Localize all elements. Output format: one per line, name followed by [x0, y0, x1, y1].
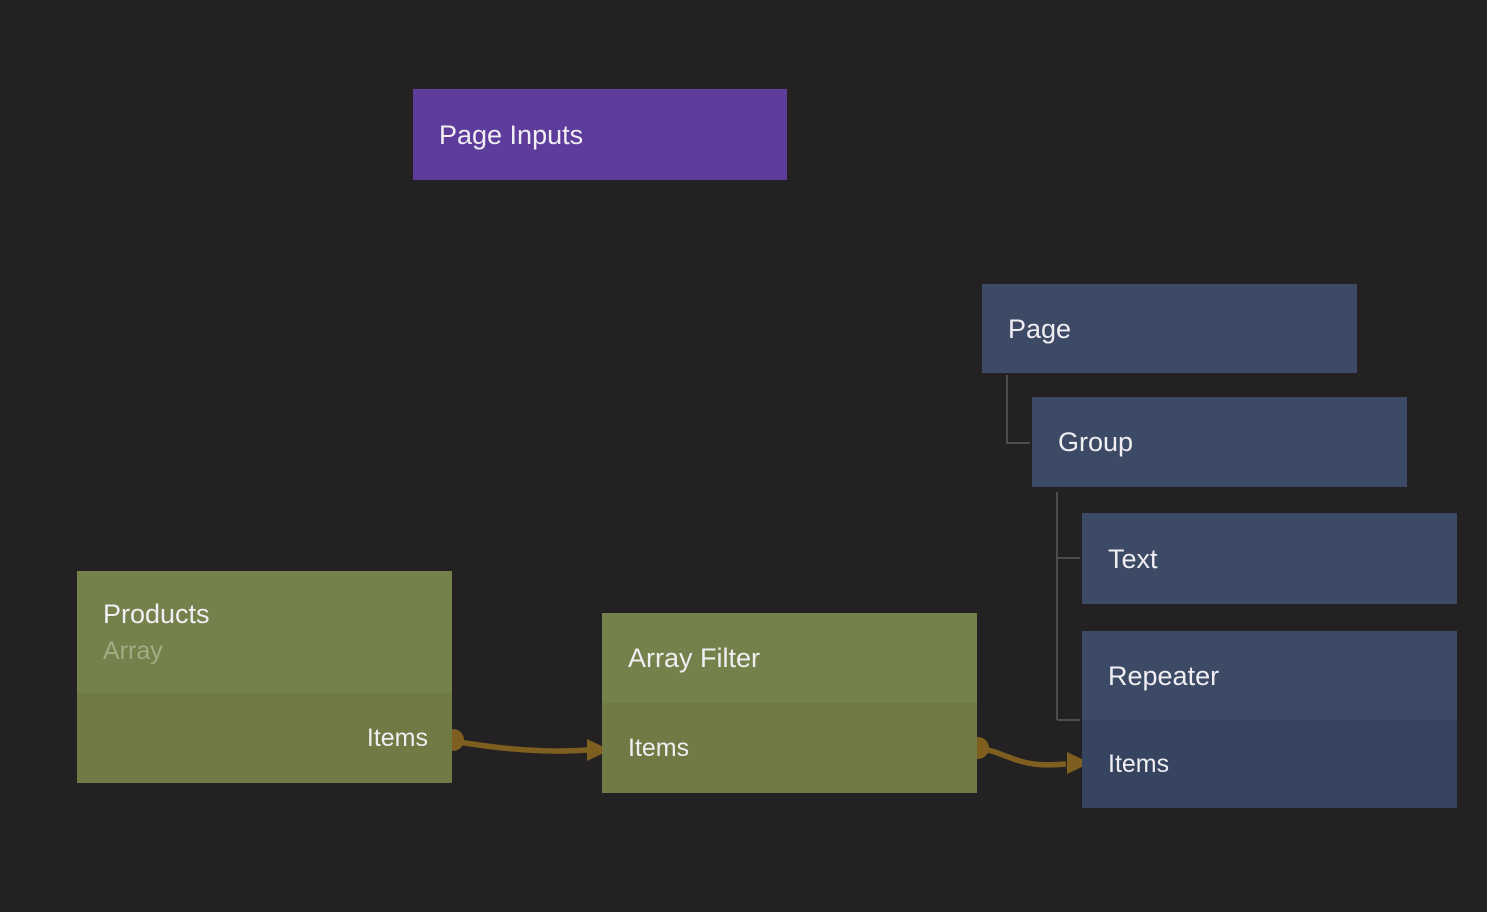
- node-title: Page Inputs: [439, 119, 584, 150]
- node-page[interactable]: Page: [982, 284, 1357, 373]
- node-header: Array Filter: [602, 613, 977, 703]
- port-label-items: Items: [628, 733, 690, 762]
- node-title: Group: [1058, 427, 1134, 457]
- node-header: Text: [1082, 513, 1457, 604]
- tree-connector-page-to-group: [1006, 375, 1030, 444]
- node-repeater[interactable]: Repeater Items: [1082, 631, 1457, 808]
- node-subtitle: Array: [103, 637, 163, 665]
- port-label-items: Items: [1108, 749, 1170, 778]
- node-header: Repeater: [1082, 631, 1457, 720]
- node-title: Products: [103, 599, 210, 629]
- wire-arrayfilter-items-to-repeater-items[interactable]: [977, 745, 1067, 768]
- node-header: Products Array: [77, 571, 452, 693]
- node-page-inputs[interactable]: Page Inputs: [413, 89, 787, 180]
- port-row-repeater-items[interactable]: Items: [1082, 720, 1457, 808]
- tree-connector-group-to-children: [1056, 492, 1080, 721]
- node-array-filter[interactable]: Array Filter Items: [602, 613, 977, 793]
- node-header: Group: [1032, 397, 1407, 487]
- node-title: Text: [1108, 543, 1158, 574]
- node-header: Page Inputs: [413, 89, 787, 180]
- wire-products-items-to-arrayfilter-items[interactable]: [452, 738, 589, 754]
- node-group[interactable]: Group: [1032, 397, 1407, 487]
- node-products[interactable]: Products Array Items: [77, 571, 452, 783]
- node-title: Repeater: [1108, 660, 1220, 691]
- port-row-products-items[interactable]: Items: [77, 693, 452, 783]
- node-text[interactable]: Text: [1082, 513, 1457, 604]
- node-title: Array Filter: [628, 643, 761, 673]
- node-header: Page: [982, 284, 1357, 373]
- port-row-arrayfilter-items[interactable]: Items: [602, 703, 977, 793]
- port-label-items: Items: [366, 723, 428, 752]
- node-title: Page: [1008, 313, 1072, 344]
